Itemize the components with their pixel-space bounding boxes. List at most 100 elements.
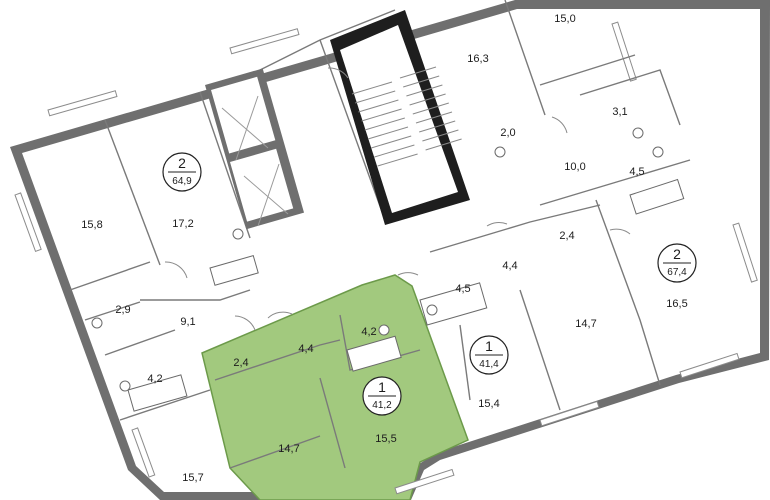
badge-area: 41,4: [479, 359, 499, 370]
apartment-badge[interactable]: 2 67,4: [657, 243, 697, 283]
badge-rooms: 1: [378, 379, 386, 395]
stair-step: [374, 144, 415, 158]
toilet: [652, 146, 664, 158]
bathtub: [629, 178, 685, 215]
stair-step: [355, 90, 396, 104]
door-swing: [164, 261, 188, 279]
room-labels: 15,0 16,3 3,1 2,0 10,0 4,5 15,8 17,2 2,4…: [81, 13, 687, 484]
windows: [14, 21, 758, 495]
stair-step: [412, 102, 449, 115]
partition: [429, 204, 601, 253]
highlighted-apartment[interactable]: [201, 274, 469, 500]
bathtub: [209, 254, 259, 286]
toilet: [378, 324, 390, 336]
room-area-label: 14,7: [278, 443, 299, 455]
partition: [595, 199, 661, 386]
bathtub: [127, 374, 188, 412]
door-swing: [327, 67, 349, 79]
elevator-shaft: [230, 148, 294, 222]
room-area-label: 4,4: [502, 260, 517, 272]
toilet: [119, 380, 131, 392]
room-area-label: 16,5: [666, 298, 687, 310]
partition: [319, 39, 386, 221]
partition: [84, 301, 141, 321]
room-area-label: 2,4: [559, 230, 574, 242]
toilet: [232, 228, 244, 240]
room-area-label: 2,0: [500, 127, 515, 139]
apartment-badge[interactable]: 2 64,9: [162, 152, 202, 192]
room-area-label: 4,5: [455, 283, 470, 295]
room-area-label: 15,4: [478, 398, 499, 410]
window: [611, 21, 637, 82]
elevator-shaft: [211, 76, 276, 154]
stair-step: [371, 135, 412, 149]
partition: [119, 389, 211, 421]
door-swing: [551, 116, 568, 134]
doors: [164, 67, 631, 331]
stair-step: [361, 108, 402, 122]
partition: [504, 0, 546, 116]
room-area-label: 16,3: [467, 53, 488, 65]
badge-rooms: 1: [485, 338, 493, 354]
building: [10, 0, 770, 500]
stair-step: [351, 81, 393, 95]
partition: [539, 159, 691, 206]
stair-step: [425, 138, 462, 151]
door-swing: [609, 228, 631, 235]
room-area-label: 4,4: [298, 343, 313, 355]
fixtures: [91, 127, 685, 412]
stair-step: [399, 66, 437, 79]
partition: [69, 261, 151, 291]
partition: [104, 119, 161, 266]
apartment-badges[interactable]: 2 64,9 2 67,4 1 41,4 1 41,2: [162, 152, 697, 416]
stair-steps: [351, 66, 462, 167]
room-area-label: 17,2: [172, 218, 193, 230]
room-area-label: 10,0: [564, 161, 585, 173]
room-area-label: 15,8: [81, 219, 102, 231]
window: [131, 427, 156, 478]
partition: [579, 69, 681, 126]
partition: [459, 324, 471, 401]
partition: [214, 339, 341, 381]
window: [229, 28, 300, 55]
stair-step: [419, 120, 456, 133]
elevator-cross: [243, 175, 289, 215]
stair-step: [364, 117, 405, 131]
room-area-label: 2,9: [115, 304, 130, 316]
elevators: [204, 68, 305, 230]
stair-step: [377, 153, 418, 167]
room-area-label: 15,0: [554, 13, 575, 25]
door-swing: [267, 311, 293, 319]
door-swing: [486, 222, 508, 227]
stairwell: [330, 10, 470, 225]
bathtub: [419, 282, 488, 326]
badge-area: 64,9: [172, 176, 192, 187]
badge-area: 41,2: [372, 400, 392, 411]
stair-step: [358, 99, 399, 113]
window: [732, 222, 758, 283]
stair-step: [367, 126, 409, 140]
badge-rooms: 2: [673, 246, 681, 262]
window: [47, 90, 118, 117]
toilet: [632, 127, 644, 139]
apartment-badge[interactable]: 1 41,2: [362, 376, 402, 416]
bathtub: [346, 335, 402, 372]
window: [394, 468, 455, 495]
window: [539, 400, 600, 427]
toilet: [494, 146, 506, 158]
badge-area: 67,4: [667, 267, 687, 278]
stair-step: [409, 93, 446, 106]
stairwell-interior: [340, 25, 458, 213]
window: [14, 192, 42, 253]
elevator-cross: [221, 107, 269, 149]
room-area-label: 4,2: [147, 373, 162, 385]
badge-rooms: 2: [178, 155, 186, 171]
partition: [319, 377, 346, 469]
elevator-cross: [257, 163, 280, 227]
apartment-badge[interactable]: 1 41,4: [469, 335, 509, 375]
partition: [229, 435, 321, 469]
partition: [519, 289, 561, 411]
room-area-label: 4,5: [629, 166, 644, 178]
